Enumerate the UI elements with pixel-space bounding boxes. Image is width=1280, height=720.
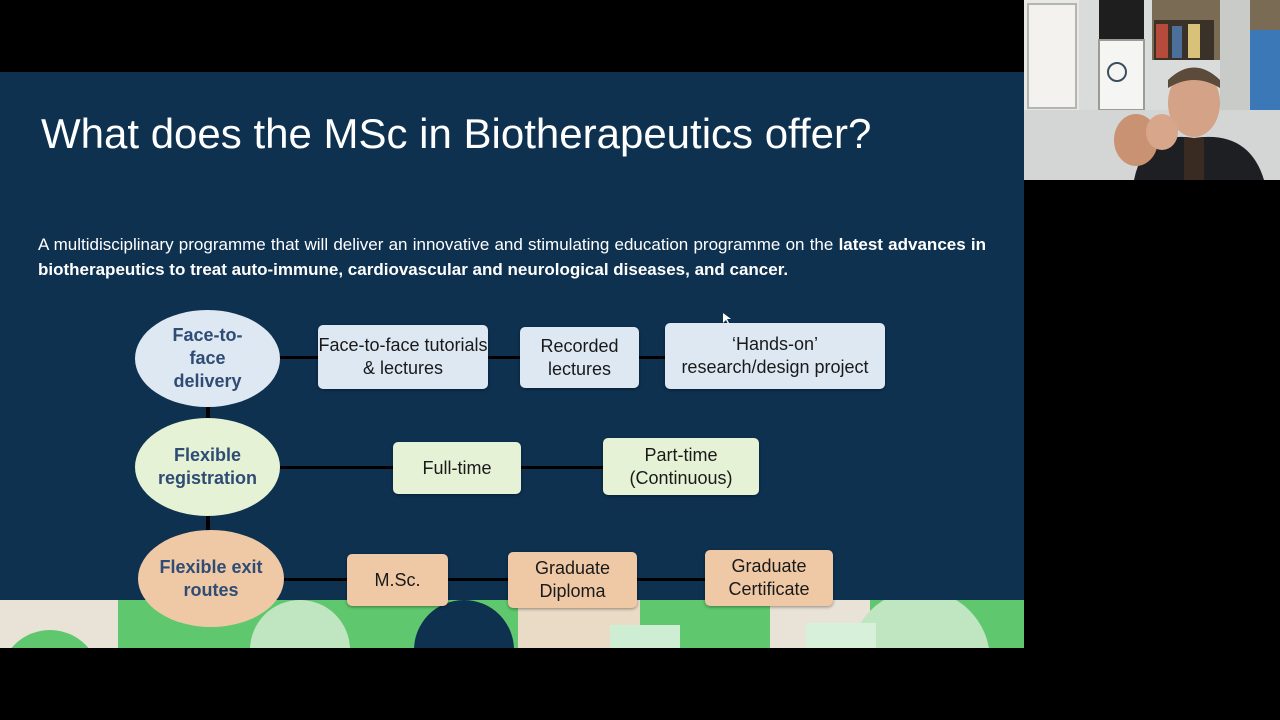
tutorials-lectures-label: Face-to-face tutorials & lectures (318, 335, 488, 378)
slide-title: What does the MSc in Biotherapeutics off… (41, 110, 872, 157)
face-to-face-delivery-oval: Face-to-face delivery (135, 310, 280, 407)
graduate-diploma-box: Graduate Diploma (508, 552, 637, 608)
intro-bold-text: latest advances in biotherapeutics to tr… (38, 235, 986, 279)
tutorials-lectures-box: Face-to-face tutorials & lectures (318, 325, 488, 389)
msc-box: M.Sc. (347, 554, 448, 606)
flexible-exit-routes-oval: Flexible exit routes (138, 530, 284, 627)
decorative-footer-band (0, 590, 1024, 648)
mouse-cursor-icon (723, 313, 731, 324)
exit-connector (270, 578, 710, 581)
presentation-slide: What does the MSc in Biotherapeutics off… (0, 72, 1024, 648)
hands-on-project-label: ‘Hands-on’ research/design project (681, 334, 869, 377)
hands-on-project-box: ‘Hands-on’ research/design project (665, 323, 885, 389)
intro-plain-text: A multidisciplinary programme that will … (38, 235, 839, 254)
decorative-shapes (0, 590, 1024, 648)
recorded-lectures-box: Recorded lectures (520, 327, 639, 388)
recorded-lectures-label: Recorded lectures (540, 335, 619, 379)
exit-label: Flexible exit routes (159, 556, 263, 600)
delivery-label: Face-to-face delivery (172, 325, 243, 391)
full-time-box: Full-time (393, 442, 521, 494)
registration-label: Flexible registration (157, 445, 258, 488)
flexible-registration-oval: Flexible registration (135, 418, 280, 516)
msc-label: M.Sc. (374, 569, 421, 590)
graduate-diploma-label: Graduate Diploma (534, 558, 611, 601)
graduate-certificate-label: Graduate Certificate (728, 556, 810, 599)
part-time-box: Part-time (Continuous) (603, 438, 759, 495)
webcam-video-feed (1024, 0, 1280, 180)
full-time-label: Full-time (422, 457, 492, 478)
graduate-certificate-box: Graduate Certificate (705, 550, 833, 606)
person-video-icon (1024, 0, 1280, 180)
part-time-label: Part-time (Continuous) (629, 444, 733, 488)
slide-intro-text: A multidisciplinary programme that will … (38, 233, 986, 282)
